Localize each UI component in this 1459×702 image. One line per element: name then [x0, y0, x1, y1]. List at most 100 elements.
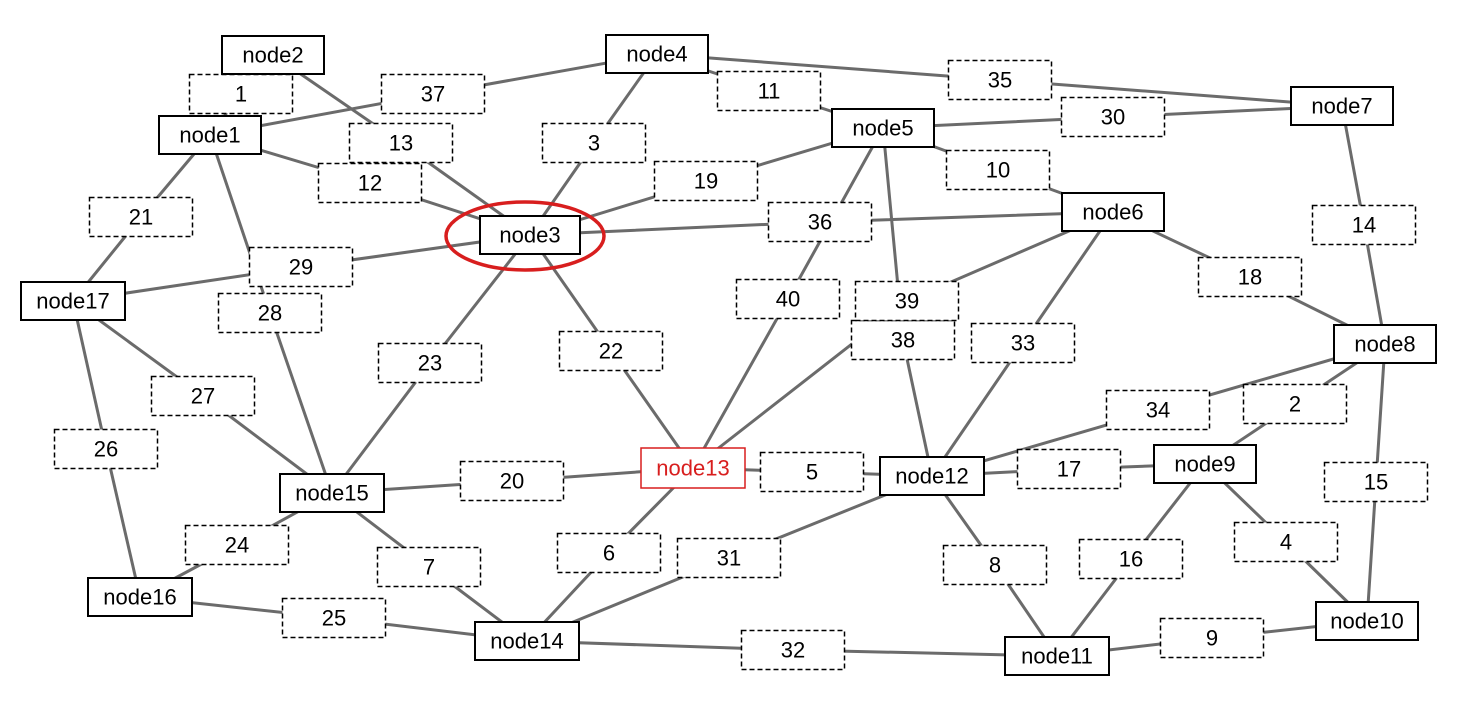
edge-weight-box — [317, 162, 423, 204]
edge-weight-box — [184, 524, 290, 566]
graph-node-node16: node16 — [87, 577, 193, 617]
edge-weight-label-30: 30 — [1060, 96, 1166, 138]
edge-weight-box — [1311, 204, 1417, 246]
edge-weight-text: 13 — [389, 131, 413, 156]
graph-node-node8: node8 — [1333, 324, 1437, 364]
edge-weight-text: 24 — [225, 533, 249, 558]
edge-weight-label-23: 23 — [377, 342, 483, 384]
edge-weight-text: 31 — [717, 546, 741, 571]
edge-weight-label-12: 12 — [317, 162, 423, 204]
edge-weight-text: 18 — [1238, 265, 1262, 290]
node-box — [1153, 444, 1257, 484]
node-label: node6 — [1082, 200, 1143, 225]
graph-node-node2: node2 — [221, 35, 325, 75]
graph-node-node9: node9 — [1153, 444, 1257, 484]
edge-weight-text: 19 — [694, 169, 718, 194]
node-box — [1333, 324, 1437, 364]
edge-weight-label-7: 7 — [376, 546, 482, 588]
edge-weight-box — [716, 70, 822, 112]
edge-weight-box — [217, 292, 323, 334]
overlay-layer — [444, 200, 606, 272]
edge-weight-text: 2 — [1289, 392, 1301, 417]
edge-weight-label-13: 13 — [348, 122, 454, 164]
edge-weight-label-37: 37 — [380, 73, 486, 115]
graph-node-node14: node14 — [474, 621, 580, 661]
edge-weight-box — [854, 280, 960, 322]
edge-weight-text: 5 — [806, 460, 818, 485]
node-box — [1061, 192, 1165, 232]
graph-node-node6: node6 — [1061, 192, 1165, 232]
edge-weight-text: 28 — [258, 301, 282, 326]
edge-weight-box — [1242, 383, 1348, 425]
edge-weight-text: 32 — [781, 638, 805, 663]
edge-weight-text: 4 — [1280, 530, 1292, 555]
edge-weight-text: 33 — [1011, 331, 1035, 356]
graph-node-node17: node17 — [20, 281, 126, 321]
edge-weight-text: 27 — [191, 384, 215, 409]
edge-weight-label-19: 19 — [653, 160, 759, 202]
node-label: node12 — [895, 464, 968, 489]
edge-weight-text: 16 — [1119, 547, 1143, 572]
node-box — [87, 577, 193, 617]
node-label: node16 — [103, 585, 176, 610]
node-label: node3 — [499, 223, 560, 248]
node-label: node11 — [1021, 644, 1093, 669]
node-box — [605, 34, 709, 74]
graph-node-node7: node7 — [1290, 86, 1394, 126]
edge-weight-text: 20 — [500, 469, 524, 494]
node-box — [158, 115, 262, 155]
edge-weight-label-1: 1 — [188, 73, 294, 115]
graph-node-node3: node3 — [479, 215, 581, 255]
edge-weight-label-24: 24 — [184, 524, 290, 566]
node-box — [1004, 636, 1110, 676]
graph-node-node10: node10 — [1315, 601, 1419, 641]
edge-weight-label-16: 16 — [1078, 538, 1184, 580]
edge-weight-box — [380, 73, 486, 115]
edge-weight-label-38: 38 — [850, 319, 956, 361]
edge-weight-box — [1105, 389, 1211, 431]
edge-weight-box — [942, 544, 1048, 586]
edge-weight-box — [248, 246, 354, 288]
edge-weight-box — [459, 460, 565, 502]
node-box — [640, 447, 746, 489]
edge-weight-text: 7 — [423, 555, 435, 580]
edge-weight-box — [759, 451, 865, 493]
edge-weight-box — [947, 59, 1053, 101]
edge-weight-box — [281, 597, 387, 639]
edge-weight-label-2: 2 — [1242, 383, 1348, 425]
node-box — [1315, 601, 1419, 641]
edge-weight-text: 40 — [776, 287, 800, 312]
edge-weight-label-39: 39 — [854, 280, 960, 322]
node-box — [479, 215, 581, 255]
edge-weight-text: 29 — [289, 255, 313, 280]
node-box — [279, 473, 385, 513]
edge-weight-box — [53, 428, 159, 470]
edge-weight-text: 1 — [235, 82, 247, 107]
edge-weight-text: 9 — [1206, 626, 1218, 651]
edge-weight-box — [1159, 617, 1265, 659]
edge-weight-text: 35 — [988, 68, 1012, 93]
node-label: node8 — [1354, 332, 1415, 357]
edge-weight-label-20: 20 — [459, 460, 565, 502]
node-label: node10 — [1330, 609, 1403, 634]
edge-weight-box — [88, 196, 194, 238]
highlight-circle — [444, 200, 606, 272]
edge-weight-label-34: 34 — [1105, 389, 1211, 431]
edge-weight-text: 17 — [1057, 457, 1081, 482]
edge-weight-label-36: 36 — [767, 201, 873, 243]
graph-node-node5: node5 — [831, 108, 935, 148]
edge-weight-label-9: 9 — [1159, 617, 1265, 659]
edge-weight-label-15: 15 — [1323, 461, 1429, 503]
edge-weight-label-28: 28 — [217, 292, 323, 334]
edge-weight-box — [150, 375, 256, 417]
edge-weight-box — [653, 160, 759, 202]
edge-weight-box — [558, 330, 664, 372]
edge-weight-text: 25 — [322, 606, 346, 631]
edge-weight-box — [188, 73, 294, 115]
node-box — [474, 621, 580, 661]
edge-weight-label-22: 22 — [558, 330, 664, 372]
edge-weight-box — [970, 322, 1076, 364]
edge-weight-label-18: 18 — [1197, 256, 1303, 298]
